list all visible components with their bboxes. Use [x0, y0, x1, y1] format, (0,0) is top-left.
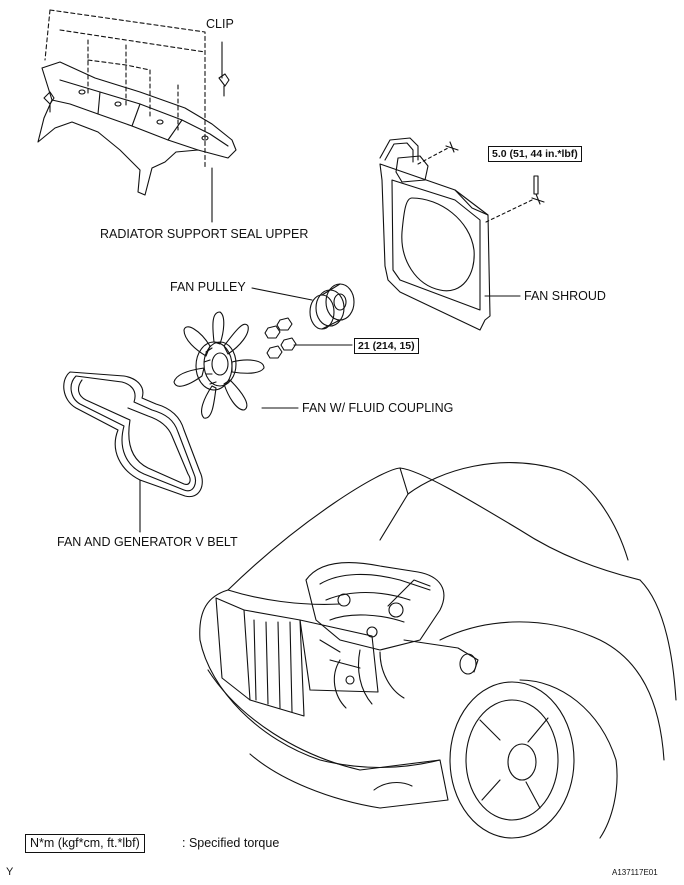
fan-fluid-coupling-label: FAN W/ FLUID COUPLING	[302, 401, 454, 415]
fan-generator-v-belt-part	[63, 371, 203, 533]
fan-fluid-coupling-part	[173, 311, 299, 419]
legend-description: : Specified torque	[182, 836, 280, 850]
fan-generator-v-belt-label: FAN AND GENERATOR V BELT	[57, 535, 238, 549]
fan-shroud-label: FAN SHROUD	[524, 289, 606, 303]
fan-nut-torque-callout: 21 (214, 15)	[354, 338, 419, 354]
fan-pulley-label: FAN PULLEY	[170, 280, 246, 294]
vehicle-front-view	[199, 462, 677, 839]
fan-shroud-part	[379, 137, 545, 331]
radiator-support-seal-upper-label: RADIATOR SUPPORT SEAL UPPER	[100, 227, 309, 241]
legend-torque-unit: N*m (kgf*cm, ft.*lbf)	[25, 834, 145, 853]
clip-label: CLIP	[206, 17, 234, 31]
footer-left-mark: Y	[6, 866, 14, 878]
radiator-support-seal-upper-part	[37, 9, 237, 223]
fan-pulley-part	[251, 283, 355, 330]
figure-id: A137117E01	[612, 868, 658, 877]
fan-nuts-part	[264, 317, 353, 359]
shroud-bolt-torque-callout: 5.0 (51, 44 in.*lbf)	[488, 146, 582, 162]
